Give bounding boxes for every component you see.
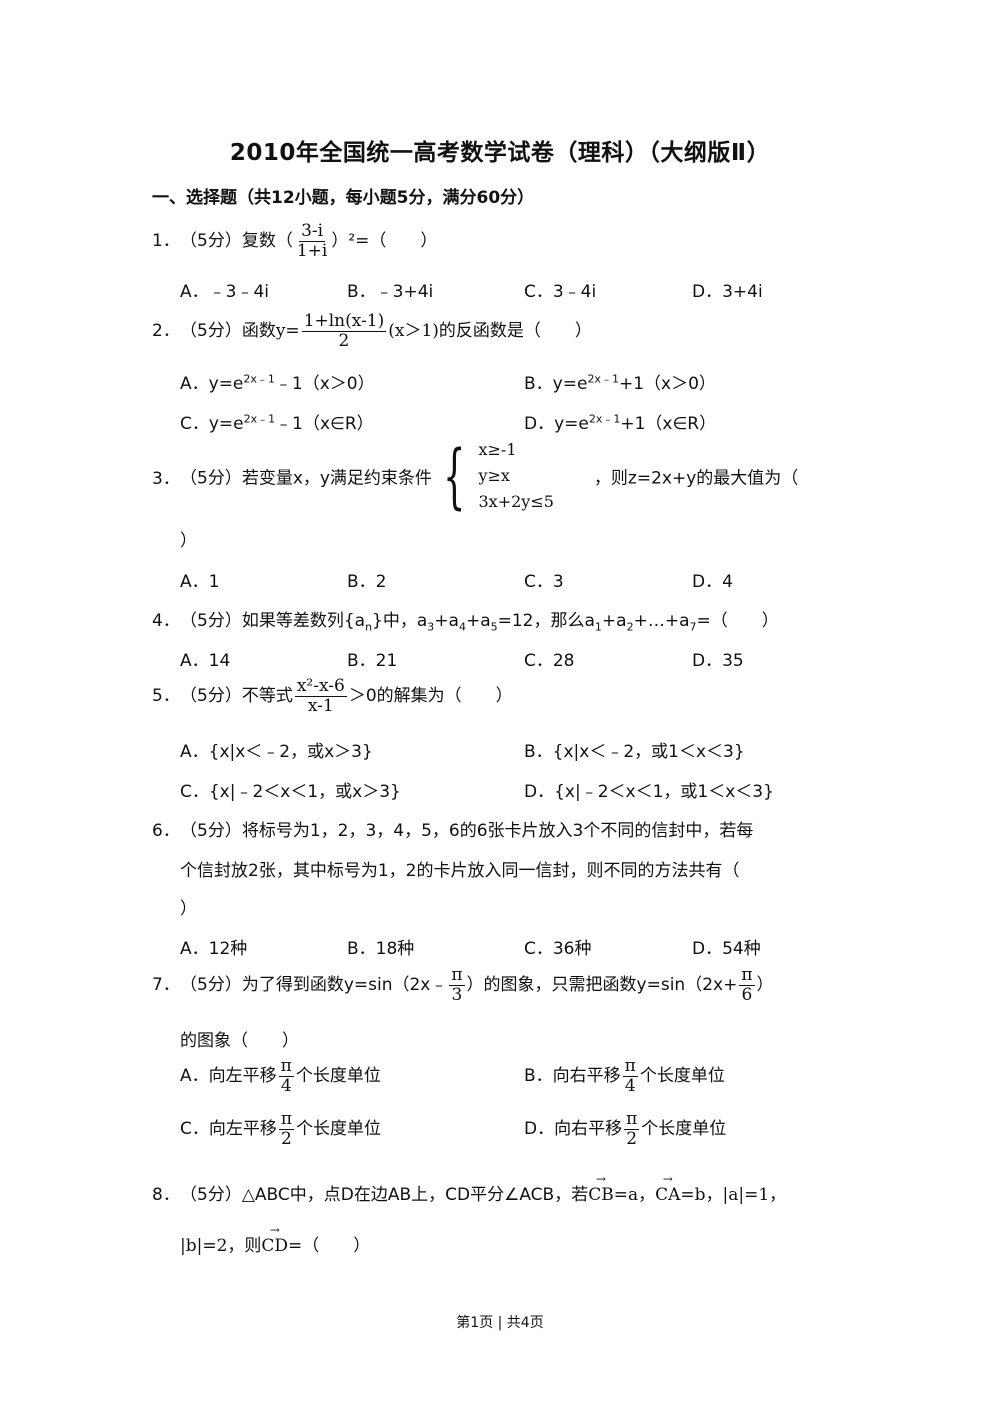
option-d: D．y=e2x﹣1+1（x∈R）: [524, 412, 717, 434]
option-b: B．21: [347, 651, 398, 671]
option-c: C．28: [524, 651, 575, 671]
option-b: B．2: [347, 572, 387, 592]
option-b: B．{x|x＜﹣2，或1＜x＜3}: [524, 742, 745, 762]
option-b: B．y=e2x﹣1+1（x＞0）: [524, 372, 716, 394]
option-d: D．54种: [692, 939, 761, 959]
option-a: A．﹣3﹣4i: [180, 282, 269, 302]
question-6: 6．（5分）将标号为1，2，3，4，5，6的6张卡片放入3个不同的信封中，若每: [152, 816, 753, 841]
question-number: 5．: [152, 686, 180, 707]
option-c: C．3: [524, 572, 564, 592]
question-number: 8．: [152, 1185, 180, 1205]
section-heading: 一、选择题（共12小题，每小题5分，满分60分）: [152, 188, 535, 208]
question-4: 4．（5分）如果等差数列{an}中，a3+a4+a5=12，那么a1+a2+…+…: [152, 606, 779, 633]
option-c: C．y=e2x﹣1﹣1（x∈R）: [180, 412, 374, 434]
option-c: C．{x|﹣2＜x＜1，或x＞3}: [180, 782, 401, 802]
page-title: 2010年全国统一高考数学试卷（理科）（大纲版Ⅱ）: [229, 140, 771, 166]
option-d: D．35: [692, 651, 744, 671]
question-number: 3．: [152, 468, 180, 489]
brace-icon: {: [443, 435, 466, 517]
option-a: A．{x|x＜﹣2，或x＞3}: [180, 742, 373, 762]
vector: CA: [655, 1172, 681, 1205]
vector: CB: [588, 1172, 614, 1205]
option-b: B．﹣3+4i: [347, 282, 434, 302]
option-d: D．4: [692, 572, 733, 592]
question-8: 8．（5分）△ABC中，点D在边AB上，CD平分∠ACB，若CB=a，CA=b，…: [152, 1172, 786, 1205]
vector: CD: [261, 1223, 288, 1256]
option-a: A．y=e2x﹣1﹣1（x＞0）: [180, 372, 375, 394]
question-number: 6．: [152, 821, 180, 841]
option-a: A．14: [180, 651, 231, 671]
question-2: 2．（5分）函数y=1+ln(x-1)2(x＞1)的反函数是（ ）: [152, 311, 592, 351]
option-a: A．12种: [180, 939, 248, 959]
question-number: 7．: [152, 975, 180, 996]
option-d: D．{x|﹣2＜x＜1，或1＜x＜3}: [524, 782, 774, 802]
option-b: B．18种: [347, 939, 415, 959]
question-number: 1．: [152, 231, 180, 252]
question-number: 2．: [152, 321, 180, 342]
page-footer: 第1页 | 共4页: [456, 1315, 544, 1331]
fraction: 1+ln(x-1)2: [301, 311, 387, 351]
option-c: C．3﹣4i: [524, 282, 597, 302]
question-number: 4．: [152, 611, 180, 631]
option-d: D．3+4i: [692, 282, 763, 302]
option-a: A．1: [180, 572, 220, 592]
option-c: C．36种: [524, 939, 592, 959]
